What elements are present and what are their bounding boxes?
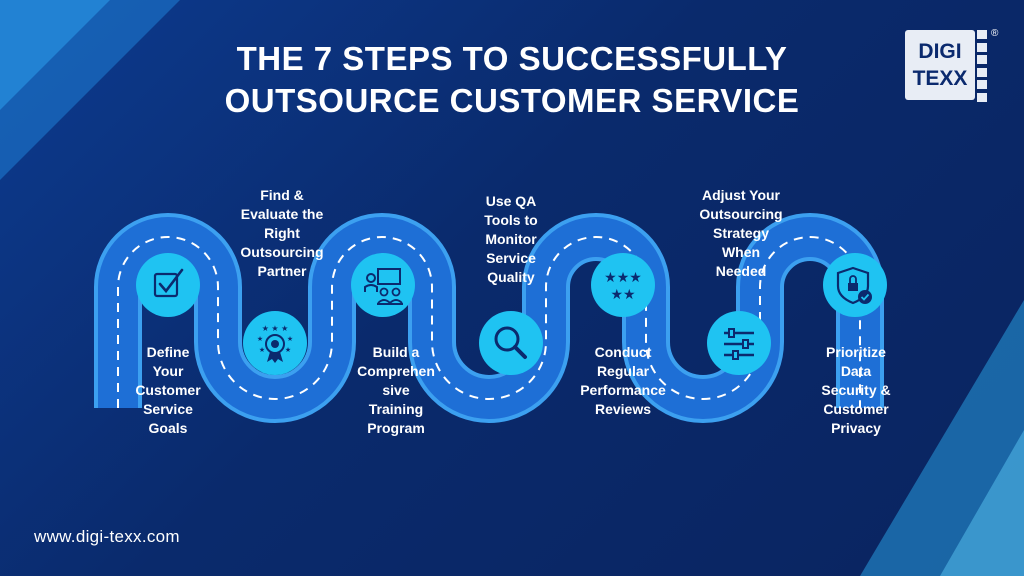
step-1-line: Define — [146, 344, 190, 360]
step-4-line: Service — [486, 250, 536, 266]
step-5-line: Reviews — [594, 401, 652, 417]
step-3-line: sive — [382, 382, 410, 398]
step-3-line: Comprehen — [357, 363, 435, 379]
step-6-line: Adjust Your — [701, 187, 781, 203]
svg-text:★: ★ — [285, 346, 291, 354]
step-2-line: Right — [264, 225, 300, 241]
step-6-line: When — [721, 244, 761, 260]
step-6-line: Needed — [715, 263, 767, 279]
step-7-line: Customer — [823, 401, 889, 417]
svg-text:★: ★ — [257, 335, 263, 343]
title-line-2: OUTSOURCE CUSTOMER SERVICE — [224, 82, 800, 119]
step-4-line: Quality — [487, 269, 535, 285]
step-7-line: Prioritize — [826, 344, 886, 360]
step-3-line: Build a — [372, 344, 420, 360]
step-7-line: Security & — [821, 382, 891, 398]
award-badge-icon: ★ ★ ★ ★ ★ ★ ★ — [243, 311, 307, 375]
training-presentation-icon — [351, 253, 415, 317]
svg-text:★: ★ — [259, 346, 265, 354]
step-1-label: Define Your Customer Service Goals — [113, 343, 223, 438]
svg-text:★ ★ ★: ★ ★ ★ — [262, 324, 289, 333]
website-url: www.digi-texx.com — [34, 527, 180, 546]
svg-text:★★: ★★ — [610, 287, 635, 303]
step-3-line: Program — [367, 420, 425, 436]
step-2-line: Outsourcing — [240, 244, 324, 260]
step-7-line: Privacy — [831, 420, 881, 436]
step-6-line: Outsourcing — [699, 206, 783, 222]
page-title: THE 7 STEPS TO SUCCESSFULLY OUTSOURCE CU… — [0, 38, 1024, 122]
step-5-label: Conduct Regular Performance Reviews — [568, 343, 678, 419]
step-2-line: Partner — [257, 263, 307, 279]
security-shield-icon — [823, 253, 887, 317]
magnifier-icon — [479, 311, 543, 375]
step-2-line: Evaluate the — [240, 206, 324, 222]
step-1-line: Service — [143, 401, 193, 417]
title-line-1: THE 7 STEPS TO SUCCESSFULLY — [236, 40, 788, 77]
step-7-label: Prioritize Data Security & Customer Priv… — [801, 343, 911, 438]
step-7-line: Data — [840, 363, 872, 379]
sliders-icon — [707, 311, 771, 375]
step-1-line: Goals — [148, 420, 188, 436]
svg-text:★★★: ★★★ — [604, 270, 642, 286]
step-3-line: Training — [368, 401, 424, 417]
step-1-line: Your — [152, 363, 184, 379]
step-6-label: Adjust Your Outsourcing Strategy When Ne… — [686, 186, 796, 281]
step-1-line: Customer — [135, 382, 201, 398]
step-4-line: Monitor — [485, 231, 537, 247]
logo-text-bottom: TEXX — [912, 67, 968, 90]
company-logo: DIGI TEXX ® — [905, 28, 999, 102]
step-3-label: Build a Comprehen sive Training Program — [341, 343, 451, 438]
step-4-line: Use QA — [485, 193, 537, 209]
star-rating-icon: ★★★ ★★ — [591, 253, 655, 317]
step-2-line: Find & — [260, 187, 304, 203]
checkbox-icon — [136, 253, 200, 317]
step-5-line: Performance — [580, 382, 666, 398]
svg-text:★: ★ — [287, 335, 293, 343]
step-4-label: Use QA Tools to Monitor Service Quality — [456, 192, 566, 287]
logo-film-strip — [977, 30, 987, 102]
step-5-line: Regular — [596, 363, 650, 379]
logo-text-top: DIGI — [918, 40, 962, 63]
step-6-line: Strategy — [712, 225, 770, 241]
step-4-line: Tools to — [484, 212, 538, 228]
step-5-line: Conduct — [594, 344, 652, 360]
logo-box: DIGI TEXX — [905, 30, 975, 100]
step-2-label: Find & Evaluate the Right Outsourcing Pa… — [227, 186, 337, 281]
registered-mark: ® — [991, 28, 999, 39]
